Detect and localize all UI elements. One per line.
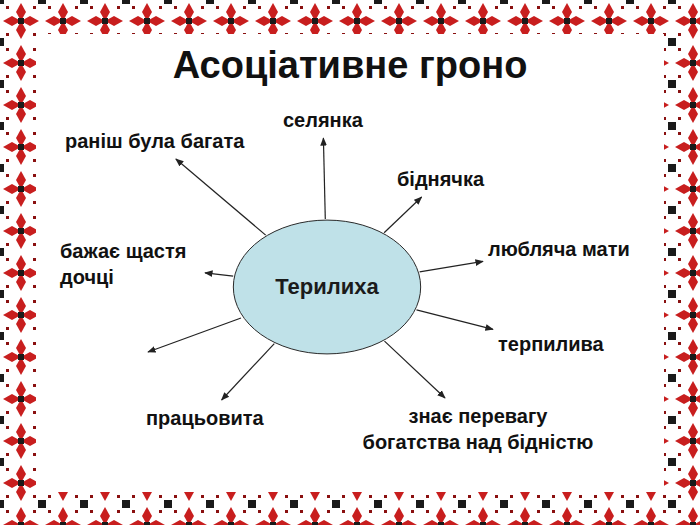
- arrow-connector: [205, 273, 233, 276]
- arrow-connector: [323, 138, 325, 219]
- association-node: раніш була багата: [65, 128, 244, 154]
- association-node: знає перевагу богатства над бідністю: [361, 403, 595, 455]
- arrow-connector: [222, 344, 275, 400]
- arrow-connector: [417, 310, 494, 330]
- association-node: любляча мати: [488, 236, 630, 262]
- association-node: біднячка: [397, 166, 484, 192]
- association-node: терпилива: [498, 331, 604, 357]
- arrow-connector: [176, 159, 266, 235]
- arrow-connector: [385, 341, 446, 398]
- diagram-title: Асоціативне гроно: [0, 44, 700, 87]
- association-node: бажає щастя дочці: [60, 238, 200, 290]
- arrow-connector: [384, 197, 422, 233]
- association-text: любляча мати: [488, 236, 630, 262]
- association-text: раніш була багата: [65, 128, 244, 154]
- association-node: працьовита: [146, 405, 264, 431]
- arrow-connector: [420, 261, 483, 271]
- association-text: бажає щастя дочці: [60, 238, 200, 290]
- center-label: Терилиха: [275, 273, 379, 302]
- central-ellipse: Терилиха: [232, 219, 422, 355]
- association-node: селянка: [283, 107, 363, 133]
- association-text: біднячка: [397, 166, 484, 192]
- association-text: знає перевагу богатства над бідністю: [361, 403, 595, 455]
- association-text: селянка: [283, 107, 363, 133]
- association-text: терпилива: [498, 331, 604, 357]
- association-text: працьовита: [146, 405, 264, 431]
